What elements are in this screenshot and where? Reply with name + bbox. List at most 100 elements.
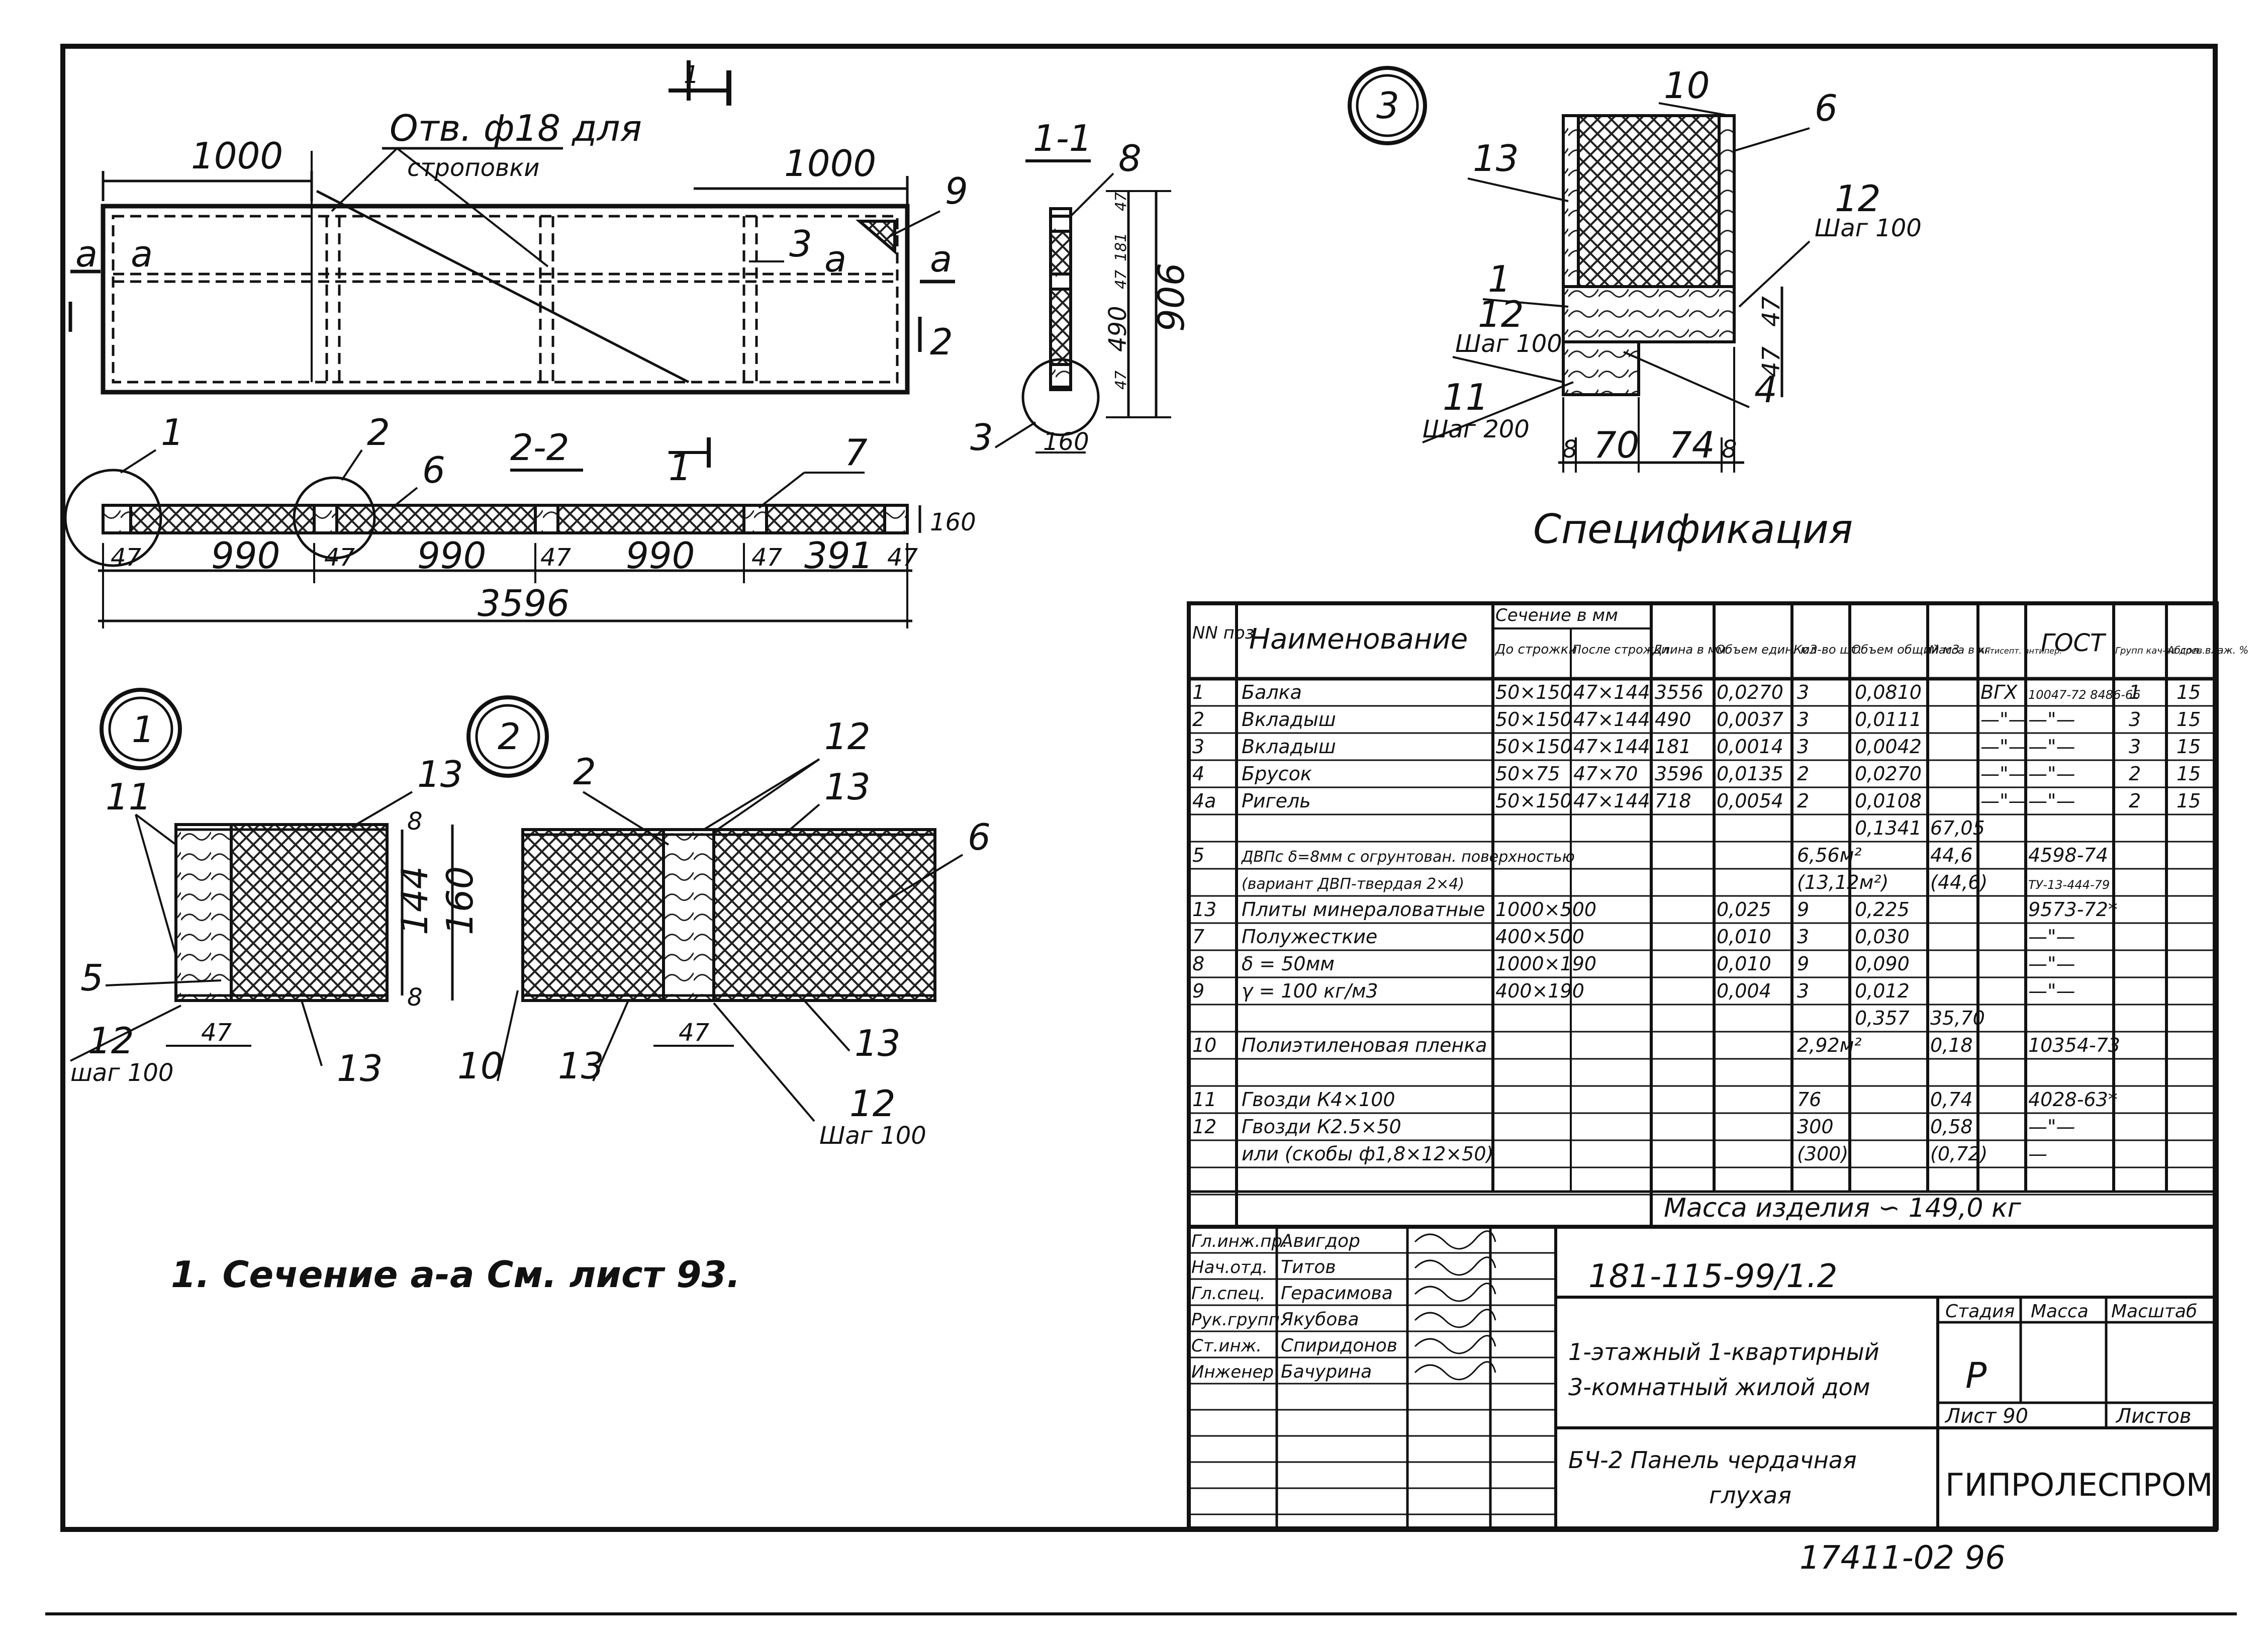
dim-sec11-47a: 47	[1112, 192, 1130, 211]
stamp-name: Герасимова	[1281, 1283, 1393, 1304]
dim-sec11-47c: 47	[1112, 371, 1130, 390]
section-2-2-title: 2-2	[510, 426, 570, 469]
spec-cell: —"—	[2028, 708, 2075, 731]
spec-hdr-qty: Кол-во шт.	[1793, 643, 1862, 657]
stamp-role: Рук.групп.	[1191, 1310, 1285, 1330]
spec-cell: (0,72)	[1930, 1143, 1988, 1165]
stamp-name: Авигдор	[1280, 1231, 1360, 1251]
node2-callout-2: 2	[573, 751, 596, 793]
stamp-stage: Р	[1965, 1355, 1987, 1396]
stamp-name: Бачурина	[1281, 1362, 1372, 1382]
spec-cell: ТУ-13-444-79	[2028, 878, 2110, 892]
spec-cell: 47×144	[1573, 681, 1650, 703]
callout-3-elev: 3	[789, 223, 812, 265]
node3-dim-70: 70	[1593, 424, 1640, 466]
node3-dim-8a: 8	[1562, 435, 1578, 464]
stamp-name: Спиридонов	[1281, 1335, 1397, 1356]
node2-callout-step100: Шаг 100	[819, 1122, 926, 1150]
spec-cell: 0,0810	[1855, 681, 1922, 703]
height-dim-160: 160	[930, 508, 976, 536]
node3-callout-step100a: Шаг 100	[1815, 214, 1922, 242]
spec-hdr-voltotal: Объем общий м3	[1851, 643, 1959, 657]
section-a-right: a	[824, 238, 846, 280]
spec-cell: —"—	[2028, 736, 2075, 758]
spec-cell: Балка	[1242, 681, 1302, 703]
section-1-mark: 1	[669, 446, 692, 489]
spec-cell: 76	[1797, 1088, 1821, 1111]
node2-circle-label: 2	[498, 715, 521, 758]
spec-cell: 0,74	[1930, 1088, 1973, 1111]
spec-hdr-antisept: Антисепт. антипер.	[1978, 646, 2062, 656]
spec-cell: 15	[2177, 681, 2201, 703]
plan-callout-6: 6	[422, 449, 445, 491]
node2-dim-47: 47	[679, 1019, 710, 1047]
spec-cell: 1000×500	[1495, 898, 1596, 921]
spec-cell: 15	[2177, 736, 2201, 758]
spec-cell: 10	[1192, 1034, 1216, 1056]
spec-cell: 400×190	[1495, 980, 1584, 1002]
spec-cell: 3	[1797, 736, 1809, 758]
dim-bottom-0: 47	[111, 543, 142, 572]
spec-cell: 2	[2129, 790, 2141, 812]
dim-1000-left: 1000	[191, 135, 283, 177]
signature	[1414, 1309, 1496, 1328]
spec-cell: 0,010	[1717, 926, 1771, 948]
stamp-sheet: Лист 90	[1944, 1405, 2028, 1428]
node3-callout-12a: 12	[1835, 177, 1881, 220]
spec-cell: 400×500	[1495, 926, 1584, 948]
stamp-title-2: глухая	[1709, 1482, 1791, 1509]
dim-bottom-2: 47	[324, 543, 355, 572]
node2-callout-13b: 13	[558, 1045, 604, 1087]
spec-cell: 15	[2177, 790, 2201, 812]
dim-bottom-8: 47	[887, 543, 918, 572]
spec-hdr-mass: Масса в кг	[1929, 644, 1991, 657]
spec-cell: —"—	[2028, 1116, 2075, 1138]
spec-cell: 10354-73	[2028, 1034, 2120, 1056]
spec-cell: 4028-63*	[2028, 1088, 2118, 1111]
spec-cell: или (скобы ф1,8×12×50)	[1242, 1143, 1493, 1165]
spec-cell: (44,6)	[1930, 871, 1988, 893]
spec-cell: —"—	[1980, 736, 2027, 758]
spec-hdr-name: Наименование	[1249, 623, 1468, 656]
stamp-grid: Гл.инж.пр.АвигдорНач.отд.ТитовГл.спец.Ге…	[1189, 1230, 1556, 1515]
spec-cell: 50×150	[1495, 790, 1572, 812]
node3-callout-11: 11	[1443, 376, 1489, 418]
section-a-left2: a	[131, 233, 153, 275]
spec-cell: 1	[1192, 681, 1204, 703]
node1-dim-144: 144	[394, 866, 436, 935]
spec-cell: 9	[1192, 980, 1204, 1002]
node1-callout-11: 11	[106, 776, 152, 818]
section-note: 1. Сечение а-а См. лист 93.	[171, 1253, 740, 1296]
node3-callout-13: 13	[1473, 137, 1519, 179]
spec-cell: 50×150	[1495, 681, 1572, 703]
spec-cell: 35,70	[1930, 1007, 1985, 1029]
node2-callout-13c: 13	[855, 1022, 901, 1064]
stamp-scale-label: Масштаб	[2111, 1301, 2197, 1322]
spec-cell: 2	[1797, 763, 1809, 785]
spec-cell: 2	[1797, 790, 1809, 812]
dim-bottom-1: 990	[211, 534, 280, 577]
node2-callout-10: 10	[457, 1045, 504, 1087]
signature	[1414, 1361, 1496, 1381]
spec-cell: 8	[1192, 953, 1204, 975]
node2-callout-6: 6	[968, 816, 991, 858]
section-1-1-title: 1-1	[1033, 117, 1092, 159]
spec-cell: 0,225	[1855, 898, 1910, 921]
spec-cell: 47×144	[1573, 790, 1650, 812]
spec-cell: 9	[1797, 953, 1809, 975]
stamp-name: Якубова	[1280, 1309, 1359, 1330]
signature	[1414, 1256, 1496, 1276]
plan-callout-7: 7	[844, 431, 868, 474]
spec-cell: 3556	[1655, 681, 1704, 703]
section-1-1: 1-1 8 3 47 181 47 490 47 906 160	[970, 117, 1192, 459]
plan-callout-2: 2	[367, 411, 390, 453]
dim-bottom-4: 47	[540, 543, 572, 572]
spec-cell: 3	[1797, 708, 1809, 731]
signature	[1414, 1230, 1496, 1250]
spec-cell: 3	[1797, 926, 1809, 948]
section-a-right2: a	[930, 238, 952, 280]
node2-callout-13a: 13	[824, 766, 871, 808]
spec-cell: 0,012	[1855, 980, 1910, 1002]
stamp-role: Инженер	[1191, 1362, 1274, 1382]
